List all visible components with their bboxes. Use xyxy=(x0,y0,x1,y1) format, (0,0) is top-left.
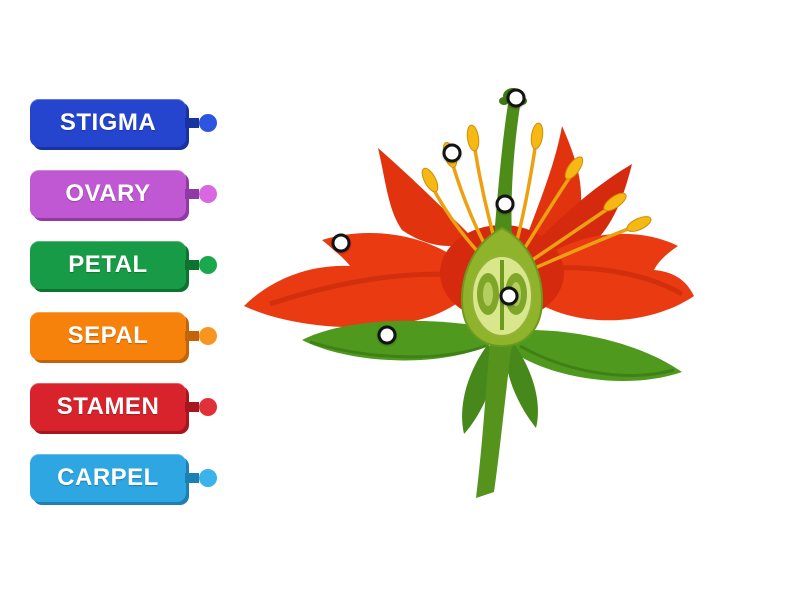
stem xyxy=(476,340,512,498)
label-ovary-connector xyxy=(185,189,199,199)
label-carpel[interactable]: CARPEL xyxy=(30,454,217,502)
label-ovary[interactable]: OVARY xyxy=(30,170,217,218)
label-stamen-connector xyxy=(185,402,199,412)
drop-target-petal[interactable] xyxy=(331,233,351,253)
label-petal-dot[interactable] xyxy=(199,256,217,274)
label-sepal-connector xyxy=(185,331,199,341)
label-stamen-dot[interactable] xyxy=(199,398,217,416)
label-stigma[interactable]: STIGMA xyxy=(30,99,217,147)
petals-upper xyxy=(378,126,632,254)
flower-illustration xyxy=(230,78,700,518)
drop-target-sepal[interactable] xyxy=(377,325,397,345)
label-carpel-connector xyxy=(185,473,199,483)
label-petal-text: PETAL xyxy=(68,251,148,278)
label-petal-connector xyxy=(185,260,199,270)
label-carpel-text: CARPEL xyxy=(57,464,159,491)
drop-target-ovary[interactable] xyxy=(499,286,519,306)
drop-target-stigma-tip[interactable] xyxy=(506,88,526,108)
label-ovary-dot[interactable] xyxy=(199,185,217,203)
label-stamen[interactable]: STAMEN xyxy=(30,383,217,431)
label-sepal[interactable]: SEPAL xyxy=(30,312,217,360)
label-stigma-dot[interactable] xyxy=(199,114,217,132)
label-stigma-connector xyxy=(185,118,199,128)
drop-target-anther[interactable] xyxy=(442,143,462,163)
drop-target-style[interactable] xyxy=(495,194,515,214)
label-petal[interactable]: PETAL xyxy=(30,241,217,289)
label-carpel-dot[interactable] xyxy=(199,469,217,487)
flower-svg xyxy=(244,88,694,498)
label-sepal-text: SEPAL xyxy=(67,322,149,349)
label-sepal-dot[interactable] xyxy=(199,327,217,345)
label-stigma-text: STIGMA xyxy=(59,109,157,136)
label-stamen-text: STAMEN xyxy=(56,393,160,420)
label-ovary-text: OVARY xyxy=(65,180,151,207)
